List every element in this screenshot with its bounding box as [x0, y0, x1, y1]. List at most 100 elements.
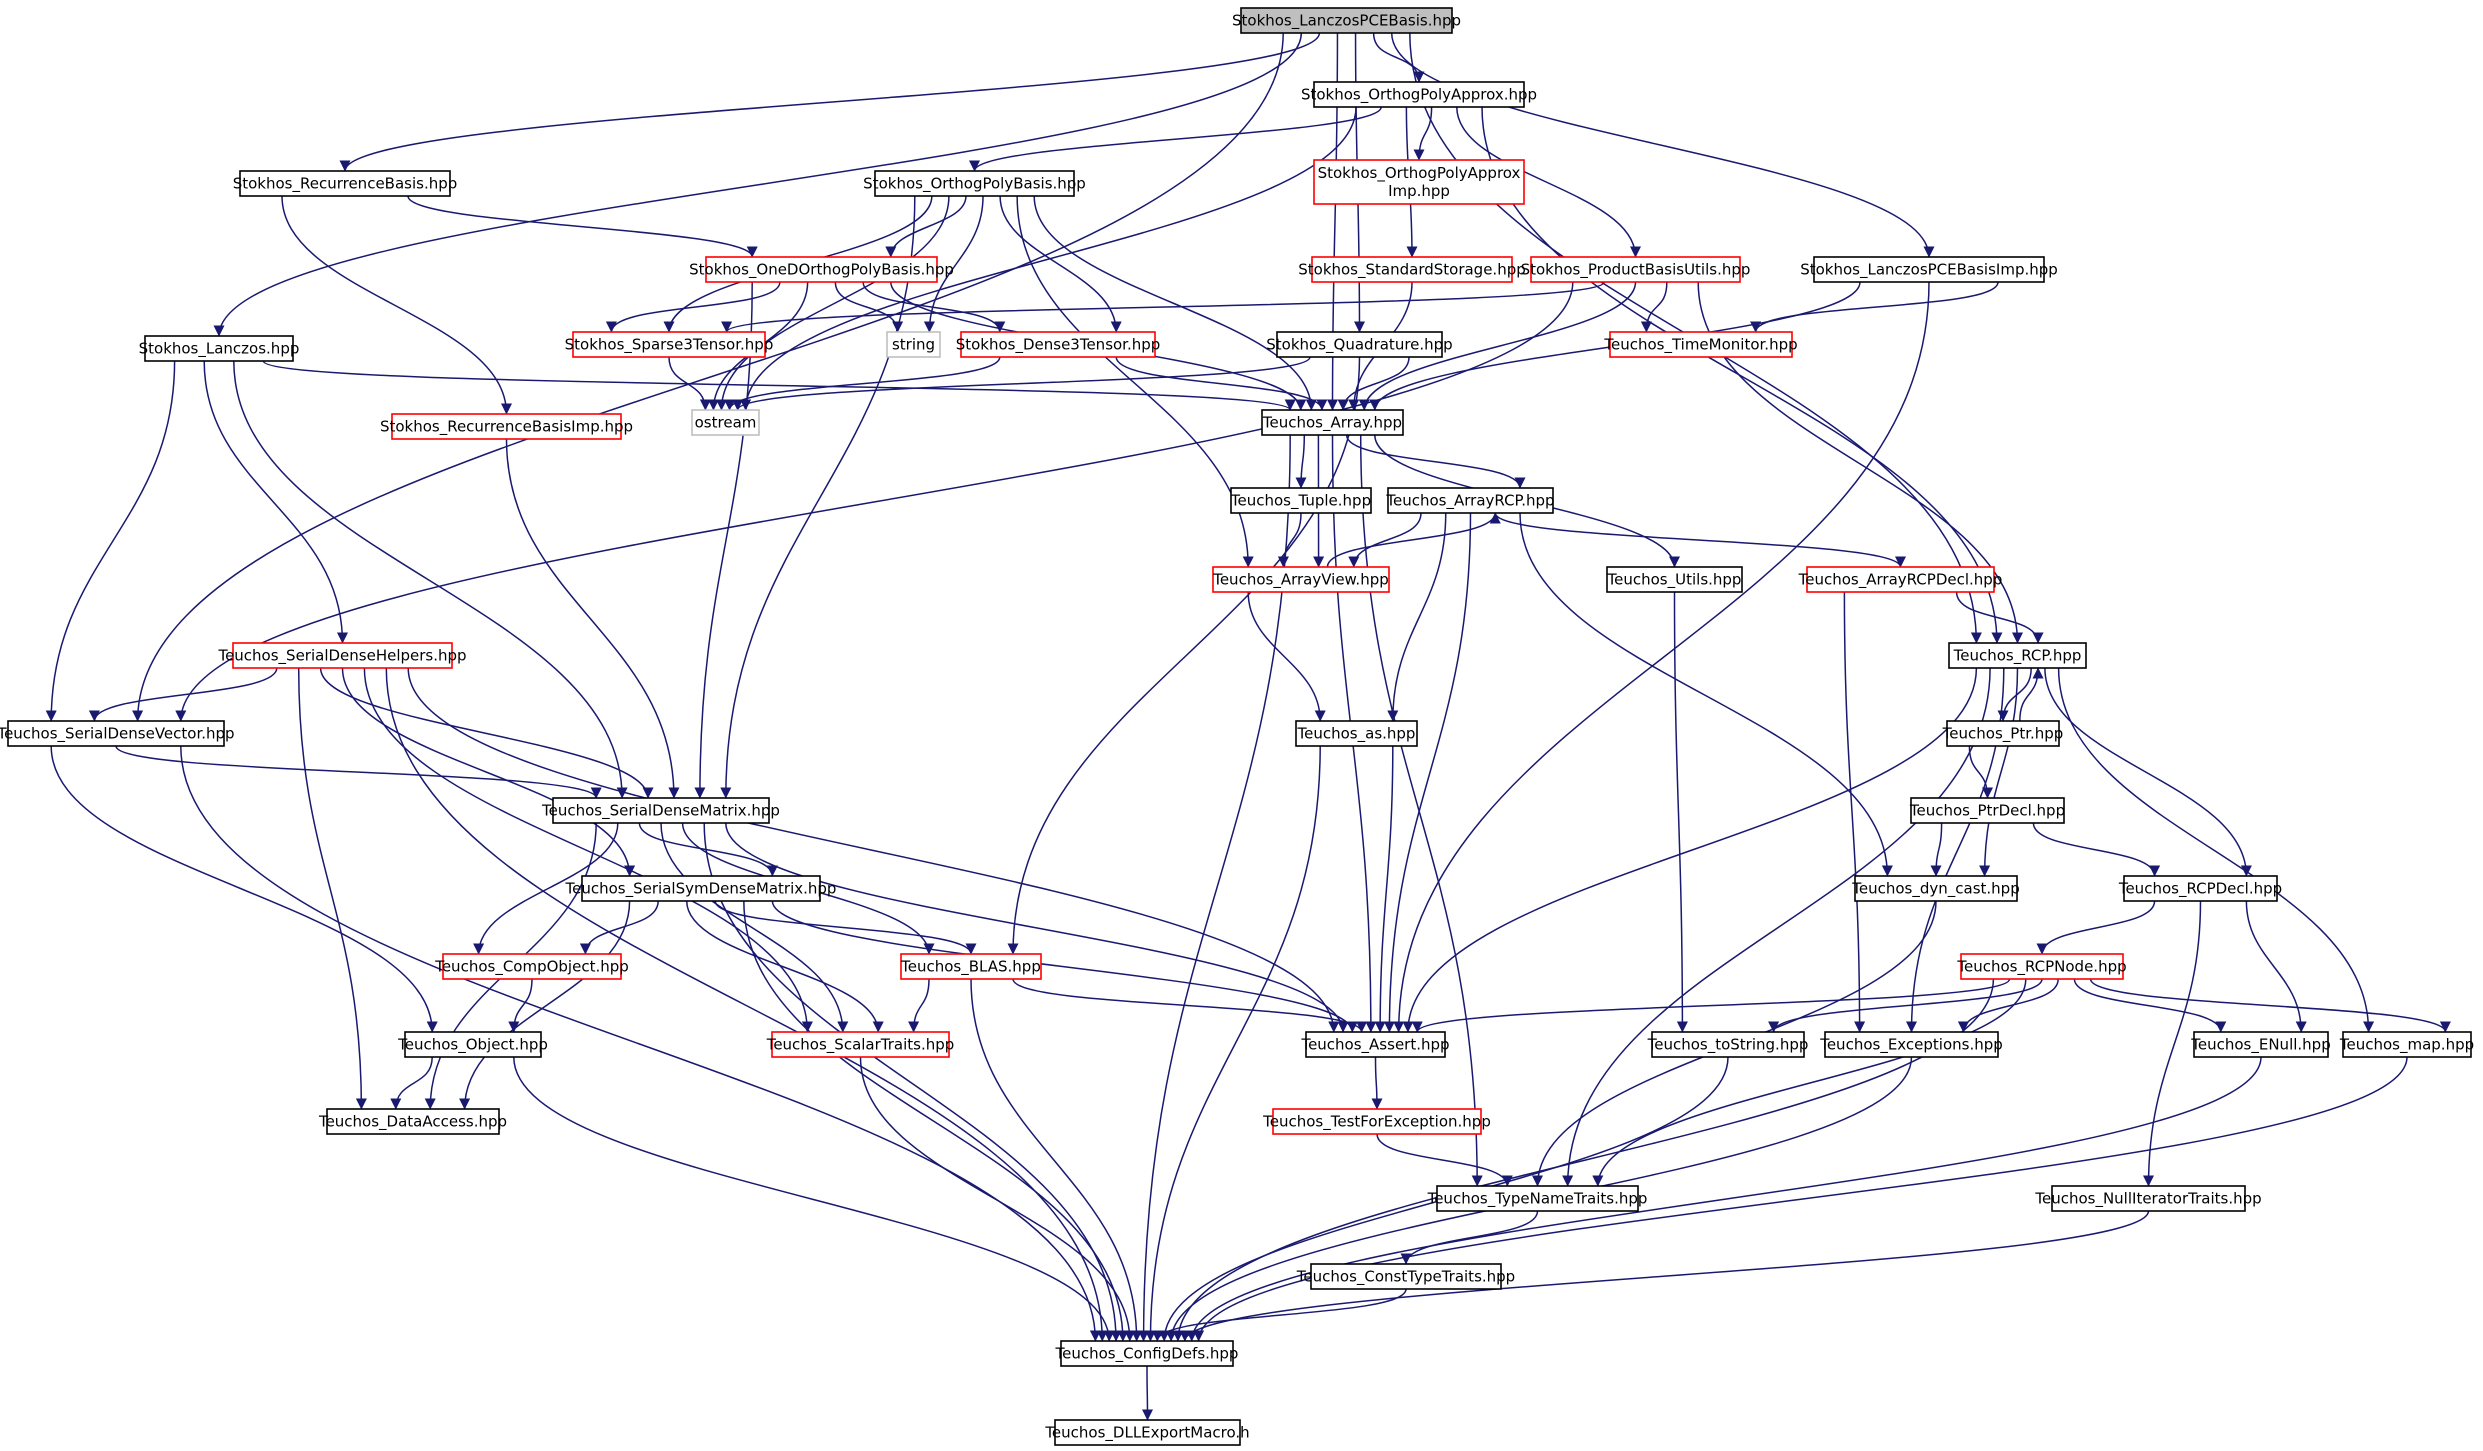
node-config[interactable]: Teuchos_ConfigDefs.hpp — [1055, 1340, 1239, 1367]
node-string[interactable]: string — [886, 331, 941, 358]
node-scalar[interactable]: Teuchos_ScalarTraits.hpp — [766, 1031, 955, 1058]
node-label: ostream — [695, 414, 757, 432]
node-blas[interactable]: Teuchos_BLAS.hpp — [900, 953, 1042, 980]
node-compobj[interactable]: Teuchos_CompObject.hpp — [434, 953, 629, 980]
node-tostring[interactable]: Teuchos_toString.hpp — [1647, 1031, 1809, 1058]
node-root[interactable]: Stokhos_LanczosPCEBasis.hpp — [1232, 7, 1461, 34]
node-dll[interactable]: Teuchos_DLLExportMacro.h — [1044, 1419, 1250, 1446]
edge-assert-to-tfe — [1371, 1056, 1383, 1110]
node-box — [144, 335, 294, 362]
node-as[interactable]: Teuchos_as.hpp — [1295, 720, 1418, 747]
node-quad[interactable]: Stokhos_Quadrature.hpp — [1266, 331, 1453, 358]
node-rcpnode[interactable]: Teuchos_RCPNode.hpp — [1956, 953, 2127, 980]
node-enull[interactable]: Teuchos_ENull.hpp — [2190, 1031, 2331, 1058]
node-lpceimp[interactable]: Stokhos_LanczosPCEBasisImp.hpp — [1800, 256, 2058, 283]
edge-root-to-sdv — [132, 32, 1284, 722]
node-object[interactable]: Teuchos_Object.hpp — [397, 1031, 548, 1058]
node-dataaccess[interactable]: Teuchos_DataAccess.hpp — [318, 1108, 507, 1135]
node-label: Teuchos_Object.hpp — [397, 1036, 548, 1055]
node-s3t[interactable]: Stokhos_Sparse3Tensor.hpp — [565, 331, 774, 358]
node-sdv[interactable]: Teuchos_SerialDenseVector.hpp — [0, 720, 235, 747]
node-ostream[interactable]: ostream — [691, 409, 760, 436]
node-nit[interactable]: Teuchos_NullIteratorTraits.hpp — [2034, 1185, 2262, 1212]
node-label: Stokhos_OneDOrthogPolyBasis.hpp — [689, 261, 954, 280]
file-nodes: Stokhos_LanczosPCEBasis.hppStokhos_Ortho… — [0, 7, 2474, 1446]
node-arcp[interactable]: Teuchos_ArrayRCP.hpp — [1385, 487, 1555, 514]
edge-ssdm-to-dataaccess — [459, 900, 631, 1110]
node-box — [442, 953, 622, 980]
node-rcpdecl[interactable]: Teuchos_RCPDecl.hpp — [2118, 875, 2282, 902]
edge-recb-to-recbimp — [281, 195, 512, 415]
node-exceptions[interactable]: Teuchos_Exceptions.hpp — [1819, 1031, 2003, 1058]
node-assert[interactable]: Teuchos_Assert.hpp — [1300, 1031, 1450, 1058]
edge-array-to-arcp — [1345, 434, 1526, 489]
node-box — [1824, 1031, 1999, 1058]
edge-config-to-dll — [1141, 1365, 1153, 1421]
node-label: Teuchos_TimeMonitor.hpp — [1603, 336, 1797, 355]
node-sdm[interactable]: Teuchos_SerialDenseMatrix.hpp — [541, 797, 780, 824]
node-ssdm[interactable]: Teuchos_SerialSymDenseMatrix.hpp — [565, 875, 837, 902]
edge-ptr-to-rcp — [2019, 667, 2044, 722]
node-box — [1276, 331, 1443, 358]
edge-blas-to-config — [970, 978, 1143, 1342]
node-timemon[interactable]: Teuchos_TimeMonitor.hpp — [1603, 331, 1798, 358]
node-sdh[interactable]: Teuchos_SerialDenseHelpers.hpp — [217, 642, 467, 669]
node-box — [7, 720, 225, 747]
node-lanczos[interactable]: Stokhos_Lanczos.hpp — [139, 335, 300, 362]
node-arcpdecl[interactable]: Teuchos_ArrayRCPDecl.hpp — [1798, 566, 2003, 593]
node-ptrdecl[interactable]: Teuchos_PtrDecl.hpp — [1909, 797, 2065, 824]
node-stdstore[interactable]: Stokhos_StandardStorage.hpp — [1298, 256, 1526, 283]
node-tnt[interactable]: Teuchos_TypeNameTraits.hpp — [1427, 1185, 1648, 1212]
edge-sdm-to-assert — [725, 822, 1349, 1033]
node-label: Teuchos_Utils.hpp — [1607, 571, 1742, 590]
node-opa[interactable]: Stokhos_OrthogPolyApprox.hpp — [1301, 81, 1537, 108]
edge-rcpnode-to-map — [2089, 978, 2451, 1033]
node-dyncast[interactable]: Teuchos_dyn_cast.hpp — [1851, 875, 2020, 902]
node-label: Teuchos_CompObject.hpp — [434, 958, 629, 977]
node-rcp[interactable]: Teuchos_RCP.hpp — [1948, 642, 2087, 669]
edge-opa-to-opb — [969, 106, 1382, 172]
node-oned[interactable]: Stokhos_OneDOrthogPolyBasis.hpp — [689, 256, 954, 283]
edge-opb-to-ostream — [716, 195, 950, 411]
node-ptr[interactable]: Teuchos_Ptr.hpp — [1942, 720, 2064, 747]
edge-rcpnode-to-exceptions — [1957, 978, 2059, 1033]
node-box — [1240, 7, 1453, 34]
node-box — [232, 642, 453, 669]
node-box — [1212, 566, 1390, 593]
node-box — [391, 413, 622, 440]
node-aview[interactable]: Teuchos_ArrayView.hpp — [1212, 566, 1390, 593]
edge-ssdm-to-assert — [771, 900, 1358, 1033]
node-tuple[interactable]: Teuchos_Tuple.hpp — [1230, 487, 1372, 514]
node-box — [1960, 953, 2124, 980]
edge-ptrdecl-to-dyncast — [1930, 822, 1943, 877]
node-box — [326, 1108, 500, 1135]
node-map[interactable]: Teuchos_map.hpp — [2339, 1031, 2474, 1058]
edge-rcp-to-tnt — [1562, 667, 1991, 1187]
edge-root-to-lanczos — [213, 32, 1303, 337]
edge-ssdm-to-config — [743, 900, 1129, 1342]
node-label: Teuchos_Assert.hpp — [1300, 1036, 1449, 1055]
edge-sdh-to-dataaccess — [297, 667, 367, 1110]
node-d3t[interactable]: Stokhos_Dense3Tensor.hpp — [956, 331, 1161, 358]
node-utils[interactable]: Teuchos_Utils.hpp — [1606, 566, 1743, 593]
node-box — [581, 875, 821, 902]
node-recb[interactable]: Stokhos_RecurrenceBasis.hpp — [233, 170, 458, 197]
node-array[interactable]: Teuchos_Array.hpp — [1261, 409, 1404, 436]
node-pbu[interactable]: Stokhos_ProductBasisUtils.hpp — [1521, 256, 1751, 283]
node-box — [1387, 487, 1554, 514]
node-box — [1305, 1031, 1446, 1058]
edge-recb-to-oned — [407, 195, 758, 258]
edge-rcp-to-rcpdecl — [2044, 667, 2252, 877]
edge-rcpnode-to-enull — [2073, 978, 2227, 1033]
node-ctt[interactable]: Teuchos_ConstTypeTraits.hpp — [1296, 1263, 1515, 1290]
node-label: Stokhos_Quadrature.hpp — [1266, 336, 1452, 355]
node-recbimp[interactable]: Stokhos_RecurrenceBasisImp.hpp — [380, 413, 633, 440]
node-box — [2342, 1031, 2472, 1058]
edge-opb-to-aview — [1016, 195, 1254, 568]
node-box — [1313, 159, 1525, 205]
edge-lpceimp-to-assert — [1393, 281, 1930, 1033]
node-tfe[interactable]: Teuchos_TestForException.hpp — [1262, 1108, 1491, 1135]
node-opb[interactable]: Stokhos_OrthogPolyBasis.hpp — [863, 170, 1086, 197]
